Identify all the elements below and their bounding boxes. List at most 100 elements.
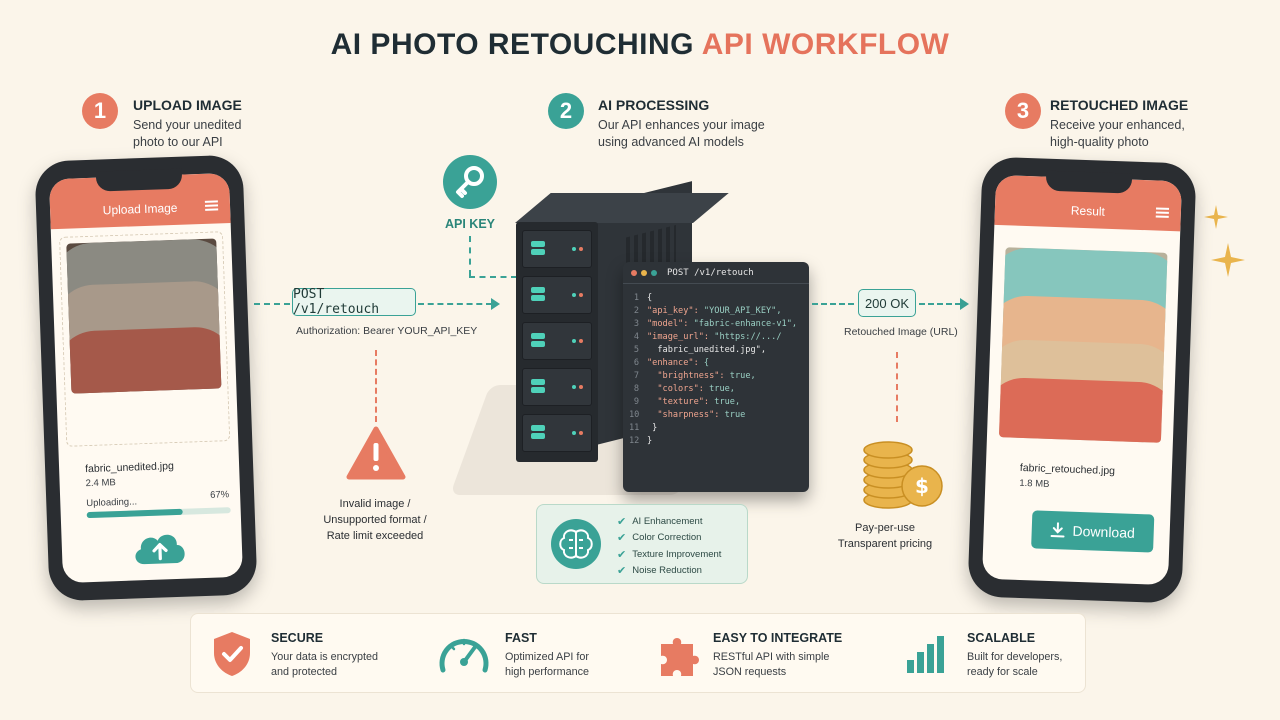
code-value: true,	[714, 397, 741, 407]
upload-filename: fabric_unedited.jpg	[84, 460, 175, 476]
server-rack-unit	[522, 276, 592, 314]
unedited-fabric-image	[66, 238, 222, 394]
code-line: 5 fabric_unedited.jpg",	[629, 344, 797, 357]
error-connector	[375, 350, 377, 422]
cloud-upload-icon[interactable]	[129, 527, 190, 569]
code-line: 12}	[629, 435, 797, 448]
benefit-scalable: SCALABLE Built for developers,ready for …	[863, 614, 1087, 694]
puzzle-icon	[655, 630, 705, 680]
code-key: "image_url":	[647, 332, 715, 342]
check-icon: ✔	[617, 565, 627, 578]
feature-label: AI Enhancement	[632, 515, 703, 527]
download-button[interactable]: Download	[1031, 510, 1155, 553]
feature-item: ✔Texture Improvement	[617, 546, 721, 563]
result-header-title: Result	[1070, 203, 1106, 219]
code-line: 1{	[629, 292, 797, 305]
sparkle-icon	[1210, 242, 1246, 278]
download-icon	[1050, 522, 1065, 538]
server-led	[531, 287, 545, 293]
code-line-number: 2	[633, 306, 639, 316]
code-line: 2 "api_key": "YOUR_API_KEY",	[629, 305, 797, 318]
response-arrow-head	[960, 298, 969, 310]
server-top	[515, 193, 729, 223]
ai-features-list: ✔ AI Enhancement ✔Color Correction✔Texture…	[617, 513, 721, 579]
upload-dropzone[interactable]	[59, 231, 231, 447]
request-endpoint-badge: POST /v1/retouch	[292, 287, 416, 317]
request-code-window: POST /v1/retouch 1{2 "api_key": "YOUR_API…	[623, 262, 809, 492]
server-led	[579, 385, 583, 389]
code-line-number: 4	[633, 332, 639, 342]
step-1-title: UPLOAD IMAGE	[133, 97, 242, 113]
code-line-number: 11	[629, 423, 640, 433]
upload-phone: Upload Image fabric_unedited.jpg 2.4 MB …	[34, 154, 258, 602]
speedometer-icon	[437, 632, 491, 676]
code-line-number: 12	[629, 436, 640, 446]
server-rack-unit	[522, 322, 592, 360]
code-line: 6"enhance": {	[629, 357, 797, 370]
code-key: "enhance":	[647, 358, 704, 368]
code-value: "fabric-enhance-v1",	[693, 319, 798, 329]
server-led	[579, 431, 583, 435]
server-led	[579, 247, 583, 251]
code-value: {	[647, 293, 653, 303]
code-key: "model":	[647, 319, 694, 329]
key-icon	[443, 155, 497, 209]
api-key-connector-h	[469, 276, 517, 278]
code-line: 9 "texture": true,	[629, 396, 797, 409]
code-key: "brightness":	[647, 371, 730, 381]
code-line: 10 "sharpness": true	[629, 409, 797, 422]
check-icon: ✔	[617, 515, 627, 528]
code-line-number: 5	[633, 345, 639, 355]
code-window-title: POST /v1/retouch	[667, 267, 754, 278]
phone-notch	[1045, 170, 1133, 194]
upload-percent: 67%	[209, 489, 230, 501]
code-key: "sharpness":	[647, 410, 725, 420]
response-arrow-left	[812, 303, 854, 305]
code-line-number: 7	[633, 371, 639, 381]
feature-item: ✔ Noise Reduction	[617, 563, 721, 580]
code-line-number: 3	[633, 319, 639, 329]
server-led	[531, 379, 545, 385]
svg-text:$: $	[915, 474, 929, 498]
code-value: }	[647, 436, 653, 446]
request-arrow-head	[491, 298, 500, 310]
code-line-number: 6	[633, 358, 639, 368]
menu-icon[interactable]	[204, 200, 219, 211]
check-icon: ✔	[617, 532, 627, 545]
code-line-number: 10	[629, 410, 640, 420]
step-3-title: RETOUCHED IMAGE	[1050, 97, 1189, 113]
code-key: "api_key":	[647, 306, 704, 316]
step-2-number: 2	[548, 93, 584, 129]
page-title: AI PHOTO RETOUCHING API WORKFLOW	[330, 28, 950, 61]
menu-icon[interactable]	[1155, 207, 1170, 218]
code-line: 3 "model": "fabric-enhance-v1",	[629, 318, 797, 331]
feature-item: ✔Color Correction	[617, 530, 721, 547]
warning-icon	[346, 425, 406, 481]
result-filesize: 1.8 MB	[1019, 477, 1050, 490]
api-key-connector	[469, 236, 471, 276]
feature-label: Noise Reduction	[632, 565, 702, 577]
sparkle-icon	[1203, 204, 1229, 230]
server-rack-unit	[522, 368, 592, 406]
check-icon: ✔	[617, 548, 627, 561]
upload-progress-fill	[86, 508, 184, 519]
request-auth-label: Authorization: Bearer YOUR_API_KEY	[296, 325, 478, 337]
upload-progress-bar	[86, 507, 231, 519]
code-line-number: 8	[633, 384, 639, 394]
code-line: 8 "colors": true,	[629, 383, 797, 396]
upload-status: Uploading...	[86, 496, 138, 510]
server-front	[516, 222, 598, 462]
code-line: 11 }	[629, 422, 797, 435]
bar-chart-icon	[905, 634, 945, 674]
code-line: 7 "brightness": true,	[629, 370, 797, 383]
step-2-title: AI PROCESSING	[598, 97, 710, 113]
server-led	[531, 241, 545, 247]
response-label: Retouched Image (URL)	[844, 326, 958, 338]
api-key-label: API KEY	[445, 217, 496, 231]
server-rack-unit	[522, 414, 592, 452]
code-value: "YOUR_API_KEY",	[703, 306, 782, 316]
